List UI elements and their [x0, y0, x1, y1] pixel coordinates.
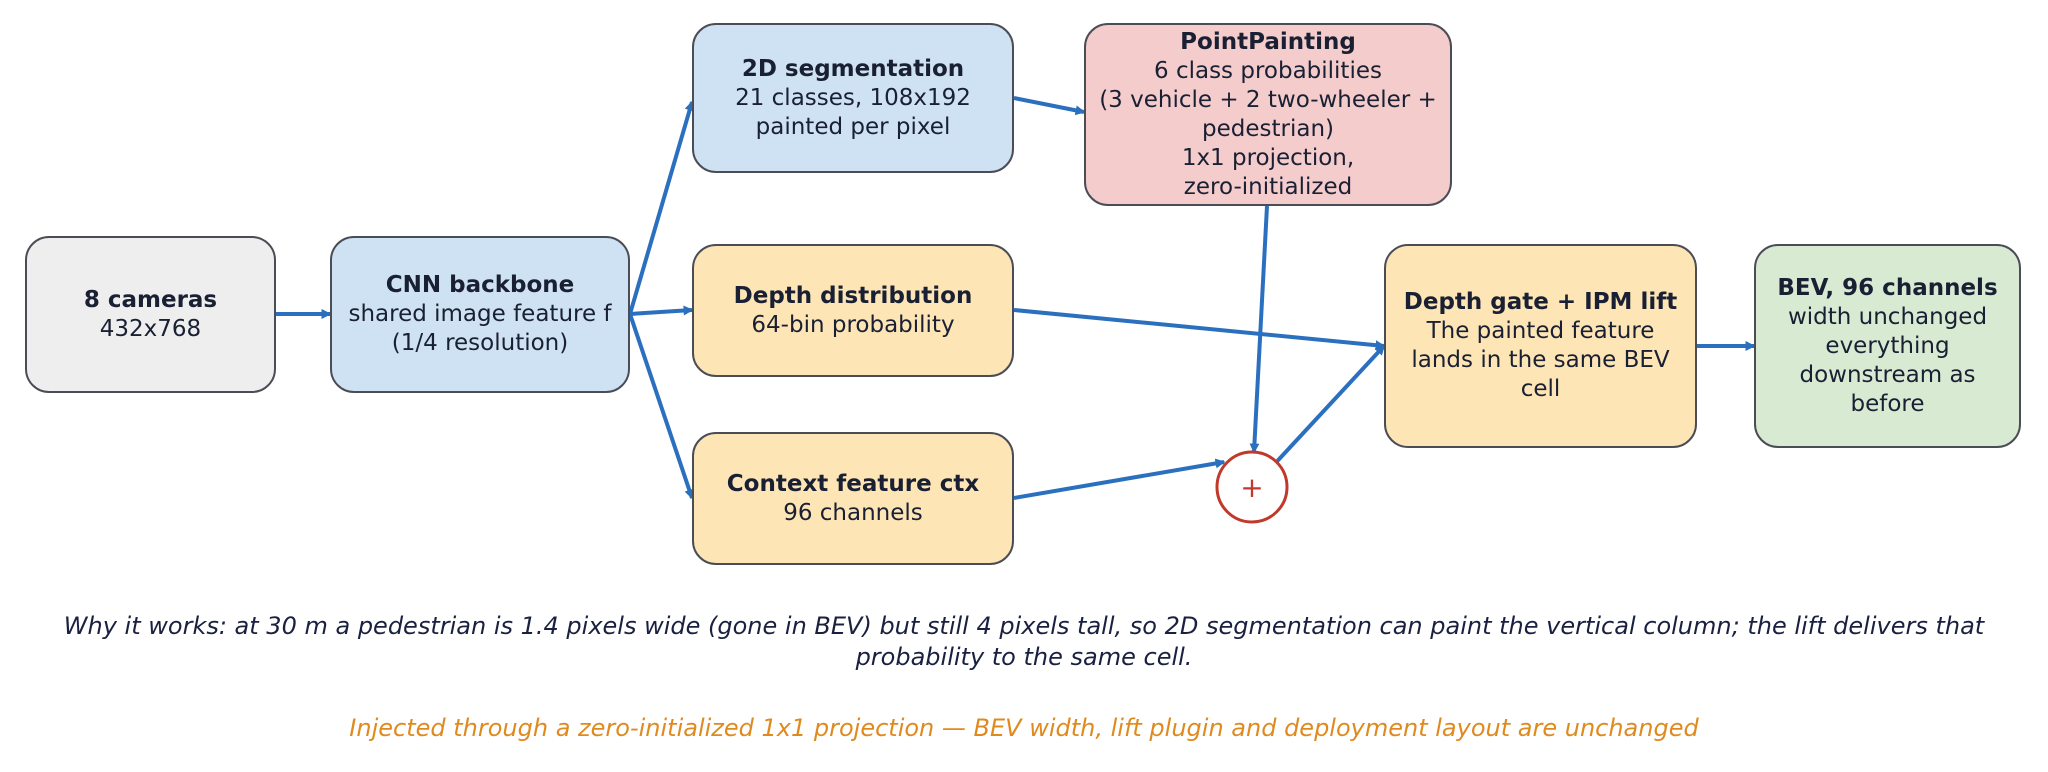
lift-line-2: lands in the same BEV	[1411, 347, 1670, 373]
depth-gate-lift-node: Depth gate + IPM lift The painted featur…	[1384, 244, 1697, 448]
pointpainting-title: PointPainting	[1180, 28, 1356, 55]
bev-line-1: width unchanged	[1787, 303, 1988, 330]
arrow-backbone-to-segmentation	[628, 100, 695, 315]
explanation-caption: Why it works: at 30 m a pedestrian is 1.…	[63, 612, 1985, 671]
pointpainting-line-1: 6 class probabilities	[1154, 57, 1382, 84]
backbone-line-2: (1/4 resolution)	[391, 330, 569, 356]
pointpainting-line-3: pedestrian)	[1202, 115, 1334, 142]
backbone-title: CNN backbone	[385, 272, 575, 298]
injection-note: Injected through a zero-initialized 1x1 …	[349, 714, 1699, 742]
depth-line-1: 64-bin probability	[751, 311, 955, 338]
bev-line-4: before	[1850, 390, 1925, 417]
pointpainting-line-5: zero-initialized	[1183, 173, 1353, 200]
context-line-1: 96 channels	[783, 499, 923, 526]
sum-plus-symbol: +	[1240, 471, 1263, 504]
cameras-title: 8 cameras	[83, 286, 218, 313]
sum-node: +	[1215, 450, 1289, 524]
pointpainting-line-4: 1x1 projection,	[1181, 144, 1355, 171]
backbone-line-1: shared image feature f	[348, 301, 612, 327]
cameras-node: 8 cameras 432x768	[25, 236, 276, 393]
arrow-backbone-to-context	[628, 313, 695, 500]
lift-title: Depth gate + IPM lift	[1403, 289, 1678, 315]
arrow-context-to-sum	[1013, 458, 1226, 500]
arrow-pointpainting-to-sum	[1249, 205, 1269, 454]
pointpainting-line-2: (3 vehicle + 2 two-wheeler +	[1099, 86, 1437, 113]
context-feature-node: Context feature ctx 96 channels	[692, 432, 1014, 565]
segmentation-node: 2D segmentation 21 classes, 108x192 pain…	[692, 23, 1014, 173]
segmentation-title: 2D segmentation	[741, 55, 965, 82]
bev-line-3: downstream as	[1799, 361, 1976, 388]
lift-line-3: cell	[1520, 376, 1561, 402]
bev-title: BEV, 96 channels	[1777, 274, 1998, 301]
cnn-backbone-node: CNN backbone shared image feature f (1/4…	[330, 236, 630, 393]
depth-title: Depth distribution	[733, 282, 973, 309]
pointpainting-node: PointPainting 6 class probabilities (3 v…	[1084, 23, 1452, 206]
bev-output-node: BEV, 96 channels width unchanged everyth…	[1754, 244, 2021, 448]
segmentation-line-1: 21 classes, 108x192	[735, 84, 971, 111]
segmentation-line-2: painted per pixel	[755, 113, 951, 140]
cameras-resolution: 432x768	[99, 315, 202, 342]
depth-distribution-node: Depth distribution 64-bin probability	[692, 244, 1014, 377]
arrow-segmentation-to-pointpainting	[1013, 96, 1086, 116]
bev-line-2: everything	[1825, 332, 1950, 359]
arrow-depth-to-lift	[1013, 308, 1386, 351]
lift-line-1: The painted feature	[1426, 318, 1655, 344]
context-title: Context feature ctx	[726, 470, 980, 497]
arrow-backbone-to-depth	[629, 305, 694, 316]
